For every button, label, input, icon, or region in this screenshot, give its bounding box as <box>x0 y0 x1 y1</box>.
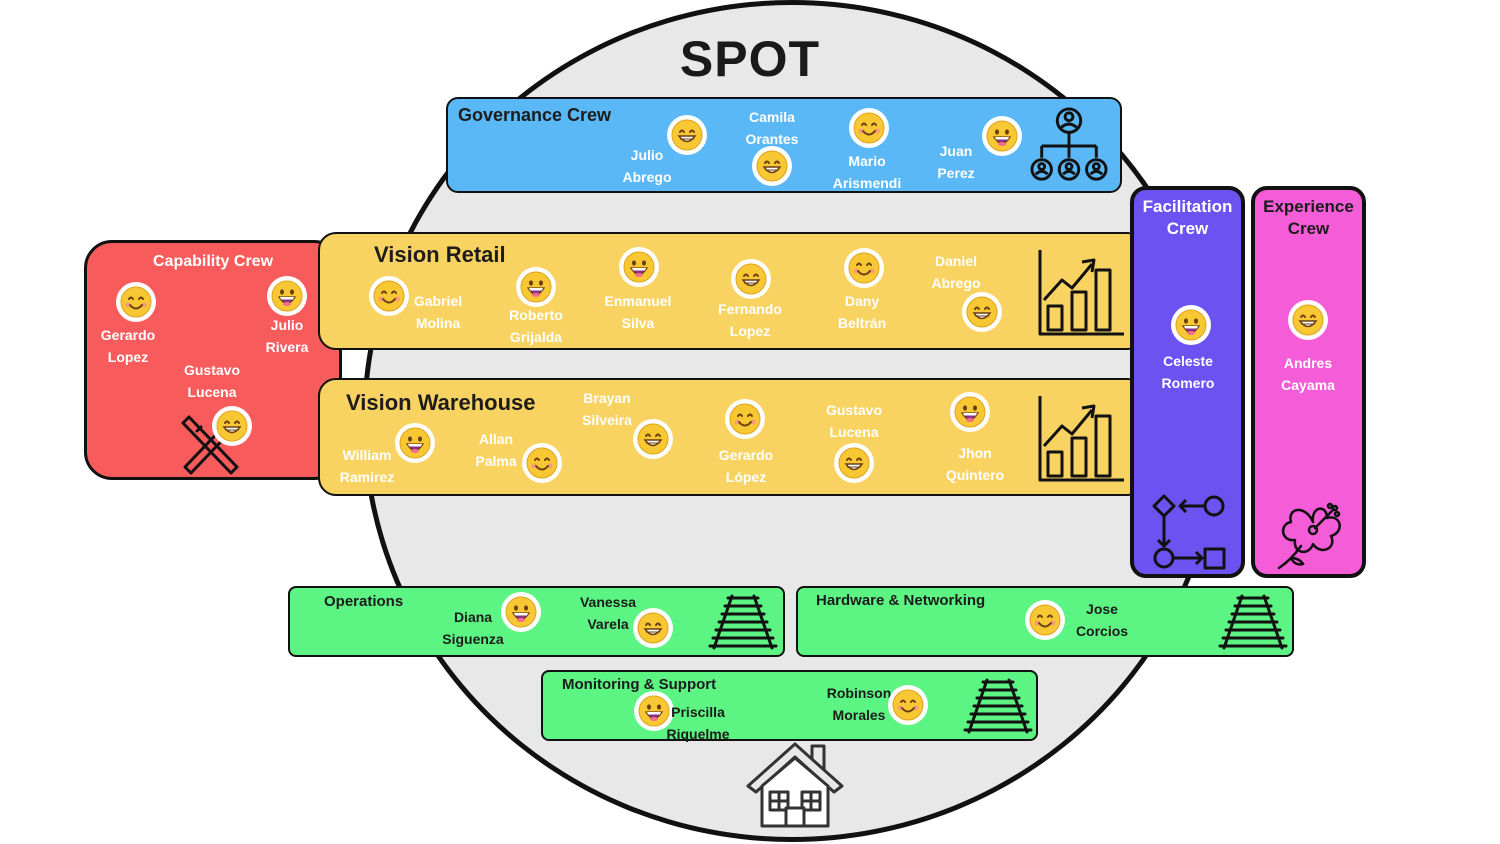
laugh-face-icon <box>634 691 674 731</box>
grin-face-icon <box>667 115 707 155</box>
laugh-face-icon <box>516 267 556 307</box>
page-title: SPOT <box>679 31 821 87</box>
hardware-networking-label: Hardware & Networking <box>816 592 986 609</box>
grin-face-icon <box>212 406 252 446</box>
operations-label: Operations <box>324 593 404 610</box>
smile-face-icon <box>849 108 889 148</box>
growth-chart-icon <box>1038 394 1126 482</box>
laugh-face-icon <box>619 247 659 287</box>
growth-chart-icon <box>1038 248 1126 336</box>
monitoring-support-label: Monitoring & Support <box>562 676 717 693</box>
laugh-face-icon <box>982 116 1022 156</box>
smile-face-icon <box>888 685 928 725</box>
laugh-face-icon <box>395 423 435 463</box>
vision-warehouse-label: Vision Warehouse <box>346 390 536 415</box>
hibiscus-icon <box>1275 492 1355 572</box>
laugh-face-icon <box>1171 305 1211 345</box>
railway-icon <box>708 594 778 650</box>
grin-face-icon <box>1288 300 1328 340</box>
smile-face-icon <box>522 443 562 483</box>
laugh-face-icon <box>950 392 990 432</box>
grin-face-icon <box>834 443 874 483</box>
grin-face-icon <box>962 292 1002 332</box>
smile-face-icon <box>844 248 884 288</box>
grin-face-icon <box>633 419 673 459</box>
smile-face-icon <box>725 399 765 439</box>
railway-icon <box>1218 594 1288 650</box>
smile-face-icon <box>369 276 409 316</box>
grin-face-icon <box>752 146 792 186</box>
capability-crew-label: Capability Crew <box>152 253 274 270</box>
governance-crew-label: Governance Crew <box>458 105 612 125</box>
grin-face-icon <box>731 259 771 299</box>
flow-icon <box>1150 494 1228 570</box>
grin-face-icon <box>633 608 673 648</box>
smile-face-icon <box>116 282 156 322</box>
laugh-face-icon <box>501 592 541 632</box>
smile-face-icon <box>1025 600 1065 640</box>
house-icon <box>746 740 844 830</box>
railway-icon <box>963 678 1033 734</box>
vision-retail-label: Vision Retail <box>374 242 506 267</box>
org-chart-icon <box>1030 107 1108 185</box>
laugh-face-icon <box>267 276 307 316</box>
